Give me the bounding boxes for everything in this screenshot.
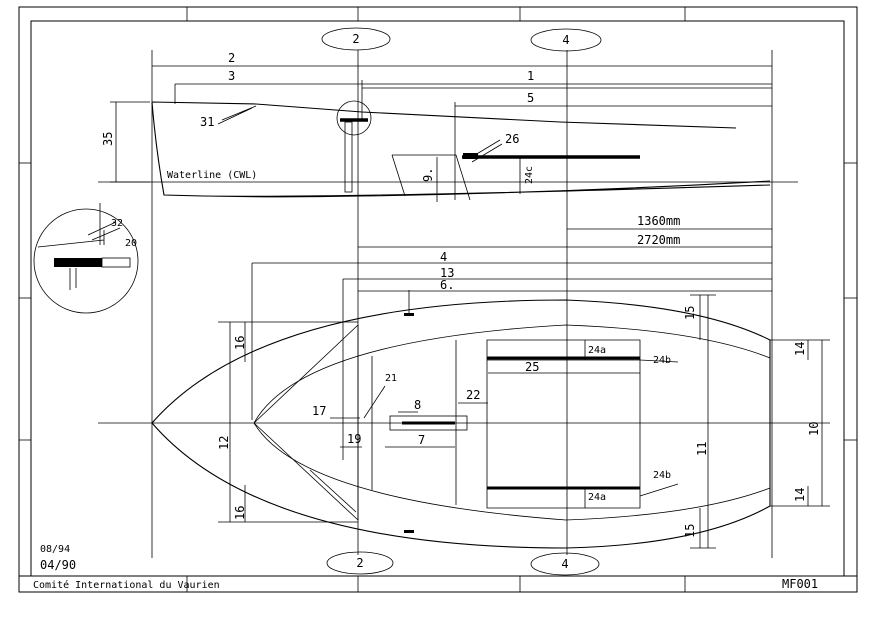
mast-step-circle [336, 100, 372, 136]
inner-frame [30, 20, 845, 577]
side-view-dimensions [110, 65, 772, 200]
label-9: 9. [421, 168, 435, 182]
station-bubble-bottom-4: 4 [530, 552, 600, 576]
svg-text:4: 4 [561, 557, 568, 571]
station-bubble-bottom-2: 2 [326, 551, 394, 575]
dim-label-15-top: 15 [683, 306, 697, 320]
side-leaders [217, 105, 521, 194]
dim-label-16-top: 16 [233, 336, 247, 350]
dim-label-24a-bottom: 24a [588, 492, 606, 503]
revision-date-2: 04/90 [40, 558, 76, 572]
revision-date-1: 08/94 [40, 544, 70, 555]
dim-label-12: 12 [217, 436, 231, 450]
dim-label-7: 7 [418, 433, 425, 447]
drawing-number: MF001 [782, 577, 818, 591]
centreboard-case-side [391, 154, 471, 202]
side-hull-profile [151, 101, 771, 198]
plan-deck-line [253, 324, 771, 521]
label-31: 31 [200, 115, 214, 129]
organization-name: Comité International du Vaurien [33, 579, 220, 591]
dim-label-24b-bottom: 24b [653, 470, 671, 481]
station-bubble-top-4: 4 [530, 28, 602, 52]
dim-label-2-side: 2 [228, 51, 235, 65]
dim-label-14-bottom: 14 [793, 488, 807, 502]
dim-label-1-side: 1 [527, 69, 534, 83]
dim-label-3-side: 3 [228, 69, 235, 83]
label-24c: 24c [524, 166, 535, 184]
svg-text:2: 2 [352, 32, 359, 46]
frame-ticks [19, 7, 857, 592]
mast-post [344, 121, 353, 193]
plan-foredeck [253, 324, 359, 521]
plan-hull-outline [151, 299, 771, 549]
fitting-top [404, 313, 414, 316]
dim-label-24a-top: 24a [588, 345, 606, 356]
waterline-label: Waterline (CWL) [167, 170, 257, 181]
detail-beam-end [101, 257, 131, 268]
dim-label-24b-top: 24b [653, 355, 671, 366]
centreboard-slot [389, 415, 468, 431]
dim-label-15-bottom: 15 [683, 524, 697, 538]
svg-text:4: 4 [562, 33, 569, 47]
dim-label-4-plan: 4 [440, 250, 447, 264]
half-length-label: 1360mm [637, 214, 680, 228]
dim-label-22: 22 [466, 388, 480, 402]
dim-label-10: 10 [807, 422, 821, 436]
fitting-bottom [404, 530, 414, 533]
plan-dimension-lines [218, 294, 830, 549]
detail-label-32: 32 [111, 218, 123, 229]
detail-label-20: 20 [125, 238, 137, 249]
dim-label-13: 13 [440, 266, 454, 280]
dim-label-17: 17 [312, 404, 326, 418]
label-26: 26 [505, 132, 519, 146]
station-bubble-top-2: 2 [321, 27, 391, 51]
dim-label-5-side: 5 [527, 91, 534, 105]
dim-label-14-top: 14 [793, 342, 807, 356]
dim-label-19: 19 [347, 432, 361, 446]
dim-label-8: 8 [414, 398, 421, 412]
detail-beam [54, 258, 102, 267]
dim-label-6: 6. [440, 278, 454, 292]
dim-label-11: 11 [695, 442, 709, 456]
length-dimension-lines [251, 228, 772, 460]
dim-label-25: 25 [525, 360, 539, 374]
dim-label-21: 21 [385, 373, 397, 384]
dim-label-35: 35 [101, 132, 115, 146]
detail-circle [33, 208, 139, 314]
svg-text:2: 2 [356, 556, 363, 570]
plan-cockpit [371, 339, 641, 509]
detail-lines [37, 203, 121, 290]
outer-frame [18, 6, 858, 593]
dim-label-16-bottom: 16 [233, 506, 247, 520]
full-length-label: 2720mm [637, 233, 680, 247]
